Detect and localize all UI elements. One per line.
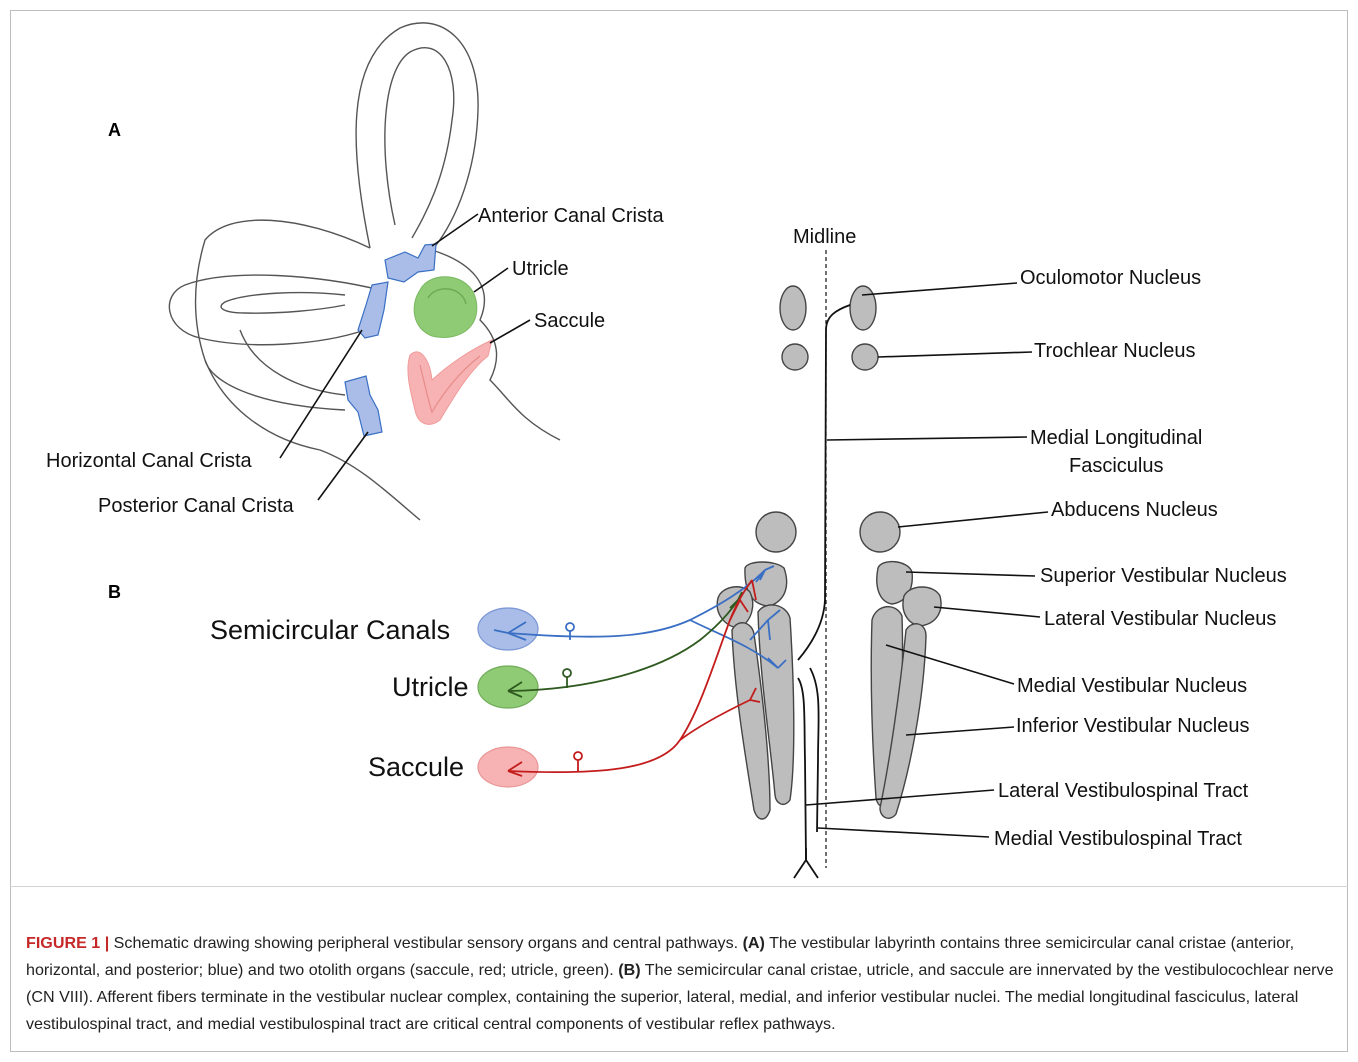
panel-b-leaders xyxy=(806,283,1048,837)
label-trochlear-nucleus: Trochlear Nucleus xyxy=(1034,340,1196,362)
caption-text-1: Schematic drawing showing peripheral ves… xyxy=(109,934,742,952)
oculomotor-right-icon xyxy=(850,286,876,330)
label-medial-vestibulospinal-tract: Medial Vestibulospinal Tract xyxy=(994,828,1242,850)
abducens-left-icon xyxy=(756,512,796,552)
caption-tag-b: (B) xyxy=(618,961,640,979)
panel-label-b: B xyxy=(108,582,121,602)
caption-divider xyxy=(10,886,1348,887)
saccule-organ-icon xyxy=(408,340,492,424)
vestibular-diagram: A B Anterior Ca xyxy=(0,0,1358,885)
label-utricle-a: Utricle xyxy=(512,258,569,280)
label-horizontal-canal-crista: Horizontal Canal Crista xyxy=(46,450,253,472)
utricle-organ-b-icon xyxy=(478,666,538,708)
figure-caption: FIGURE 1 | Schematic drawing showing per… xyxy=(26,930,1336,1038)
label-medial-vestibular-nucleus: Medial Vestibular Nucleus xyxy=(1017,675,1247,697)
caption-figure-label: FIGURE 1 | xyxy=(26,934,109,952)
abducens-right-icon xyxy=(860,512,900,552)
posterior-crista-icon xyxy=(345,376,382,436)
label-utricle-b: Utricle xyxy=(392,672,469,702)
label-superior-vestibular-nucleus: Superior Vestibular Nucleus xyxy=(1040,565,1287,587)
trochlear-left-icon xyxy=(782,344,808,370)
label-mlf-line2: Fasciculus xyxy=(1069,455,1163,477)
label-saccule-b: Saccule xyxy=(368,752,464,782)
label-oculomotor-nucleus: Oculomotor Nucleus xyxy=(1020,267,1201,289)
saccule-organ-b-icon xyxy=(478,747,538,787)
semicircular-canals-organ-icon xyxy=(478,608,538,650)
caption-tag-a: (A) xyxy=(743,934,765,952)
label-posterior-canal-crista: Posterior Canal Crista xyxy=(98,495,295,517)
midline-label: Midline xyxy=(793,226,856,248)
horizontal-crista-icon xyxy=(358,282,388,338)
label-anterior-canal-crista: Anterior Canal Crista xyxy=(478,205,665,227)
label-inferior-vestibular-nucleus: Inferior Vestibular Nucleus xyxy=(1016,715,1249,737)
oculomotor-left-icon xyxy=(780,286,806,330)
trochlear-right-icon xyxy=(852,344,878,370)
label-mlf-line1: Medial Longitudinal xyxy=(1030,427,1202,449)
label-semicircular-canals: Semicircular Canals xyxy=(210,615,450,645)
label-saccule-a: Saccule xyxy=(534,310,605,332)
central-tracts xyxy=(794,305,850,878)
utricle-organ-icon xyxy=(414,277,477,338)
anterior-crista-icon xyxy=(385,244,436,282)
labyrinth-outline xyxy=(169,23,560,520)
label-abducens-nucleus: Abducens Nucleus xyxy=(1051,499,1218,521)
label-lateral-vestibulospinal-tract: Lateral Vestibulospinal Tract xyxy=(998,780,1249,802)
label-lateral-vestibular-nucleus: Lateral Vestibular Nucleus xyxy=(1044,608,1276,630)
brainstem-nuclei xyxy=(717,286,941,819)
panel-label-a: A xyxy=(108,120,121,140)
